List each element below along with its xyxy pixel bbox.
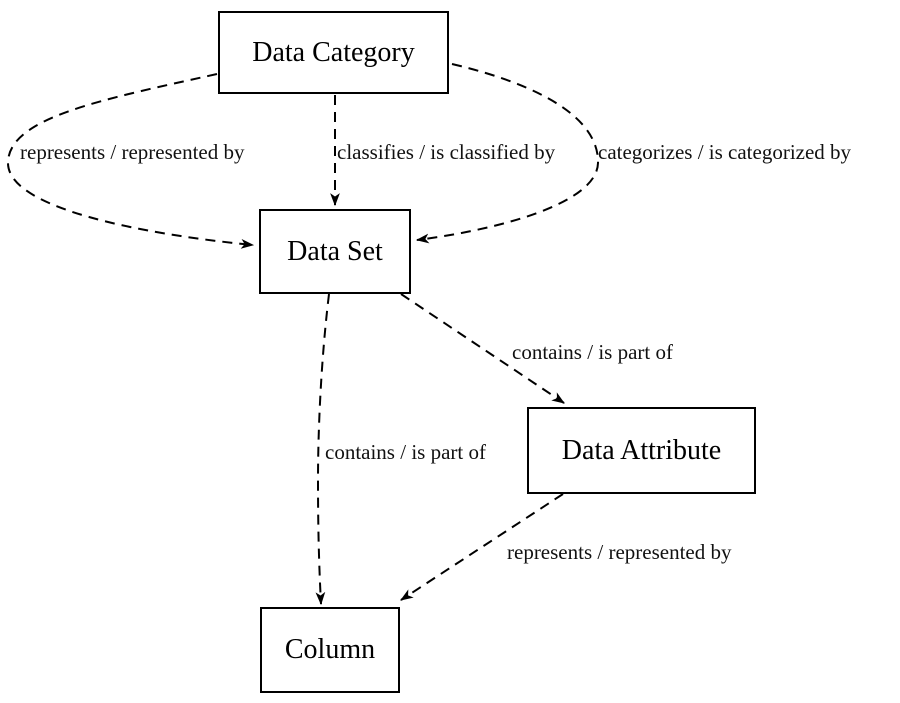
edge-categorizes-category-to-set [415,63,600,244]
node-data-category: Data Category [218,11,449,94]
node-column: Column [260,607,400,693]
edge-represents-attribute-to-column [400,493,564,601]
node-data-category-label: Data Category [252,36,415,68]
edge-contains-set-to-column [315,293,330,606]
edge-label-categorizes-category-set: categorizes / is categorized by [598,140,852,164]
edge-represents-category-to-set [6,73,255,249]
edge-label-represents-category-set: represents / represented by [20,140,245,164]
node-column-label: Column [284,634,376,665]
node-data-set-label: Data Set [287,235,383,267]
node-data-attribute: Data Attribute [527,407,756,494]
edge-label-classifies-category-set: classifies / is classified by [337,140,556,164]
edge-label-contains-set-attribute: contains / is part of [512,340,673,364]
node-data-set: Data Set [259,209,411,294]
edge-label-represents-attribute-column: represents / represented by [507,540,732,564]
node-data-attribute-label: Data Attribute [561,434,722,466]
edge-label-contains-set-column: contains / is part of [325,440,486,464]
